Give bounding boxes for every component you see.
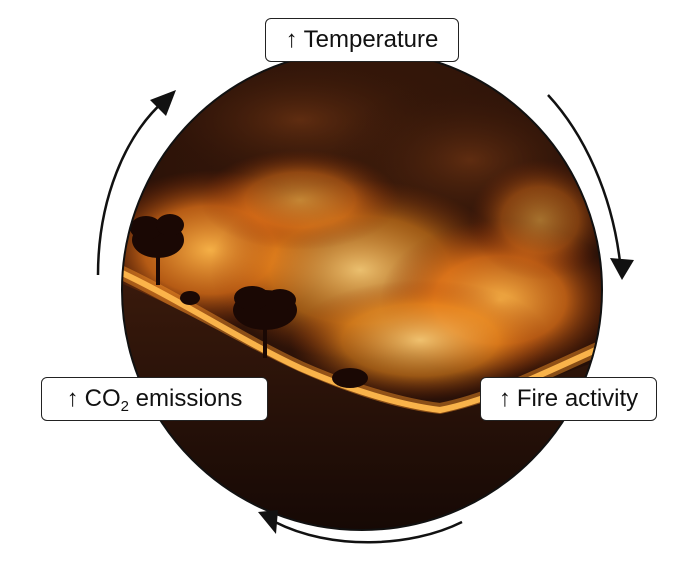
arrowhead-1 (150, 90, 176, 116)
increase-arrow-icon: ↑ (285, 26, 298, 53)
co2-text: CO2 emissions (84, 385, 243, 415)
fire-activity-label: ↑ Fire activity (480, 377, 657, 421)
arrowhead-3 (258, 510, 278, 534)
fire-activity-text: Fire activity (516, 385, 639, 412)
co2-emissions-label: ↑ CO2 emissions (41, 377, 268, 421)
arrow-temperature-to-fire (547, 94, 622, 263)
arrowheads (150, 90, 634, 534)
increase-arrow-icon: ↑ (498, 385, 511, 412)
increase-arrow-icon: ↑ (66, 385, 79, 412)
arrowhead-2 (610, 258, 634, 280)
temperature-text: Temperature (303, 26, 439, 53)
temperature-label: ↑ Temperature (265, 18, 459, 62)
wildfire-photo (122, 50, 602, 530)
arrow-co2-to-temperature (96, 99, 166, 276)
cycle-arrows (96, 94, 622, 544)
arrow-fire-to-co2 (274, 520, 463, 544)
